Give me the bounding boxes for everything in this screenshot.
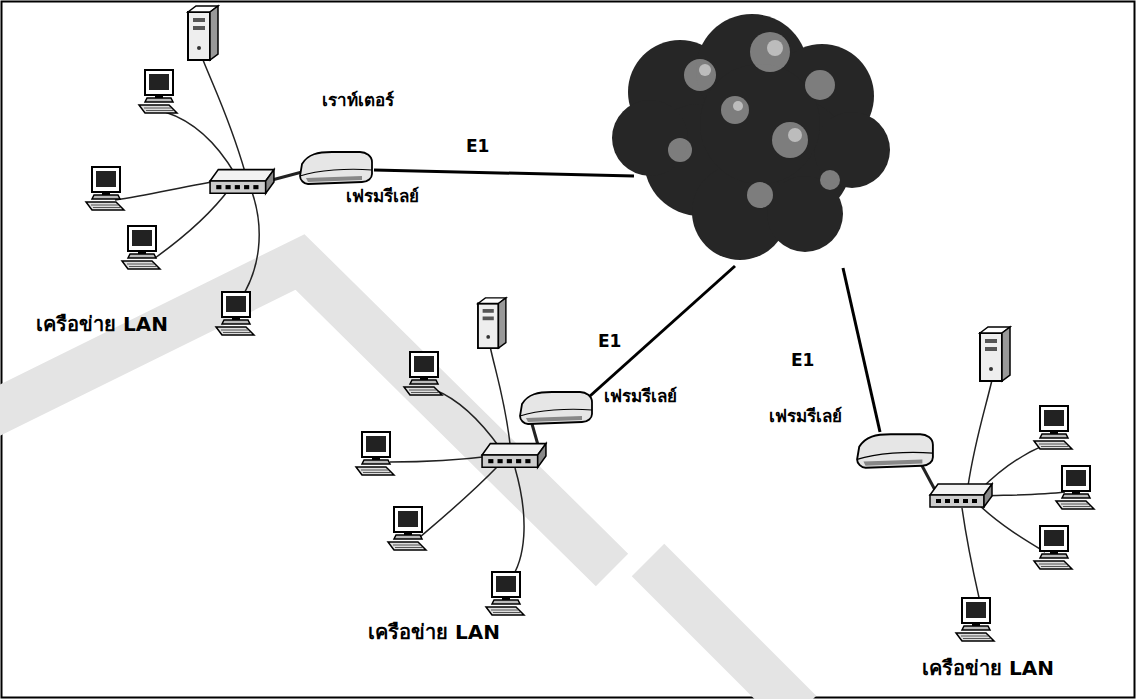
router-body [300,152,372,184]
router-device [298,148,374,188]
link-label: E1 [791,350,814,370]
device-label: เฟรมรีเลย์ [769,406,842,426]
router-edge [520,409,592,416]
network-label: เครือข่าย LAN [36,312,168,336]
e1-lines [374,170,880,432]
frame-relay-router: เฟรมรีเลย์ [518,388,594,428]
device-label: เฟรมรีเลย์ [346,186,419,206]
link-label: E1 [598,331,621,351]
router-edge [857,452,933,459]
router-shadow [526,416,582,422]
router-shadow [306,176,362,182]
router-edge [300,169,372,176]
network-label: เครือข่าย LAN [922,656,1054,680]
frame-relay-router: เฟรมรีเลย์ [855,430,935,472]
device-title: เราท์เตอร์ [322,90,394,110]
router-body [520,392,592,424]
router-shadow [863,459,922,465]
link-label: E1 [466,136,489,156]
router-device [518,388,594,428]
device-label: เฟรมรีเลย์ [604,386,677,406]
lan-wires [115,60,1065,602]
cloud [612,14,890,260]
router-device [855,430,935,472]
watermark [0,262,800,699]
network-label: เครือข่าย LAN [368,620,500,644]
frame-relay-router: เราท์เตอร์เฟรมรีเลย์ [298,148,374,188]
router-body [857,434,933,468]
lan-devices [86,6,1094,641]
